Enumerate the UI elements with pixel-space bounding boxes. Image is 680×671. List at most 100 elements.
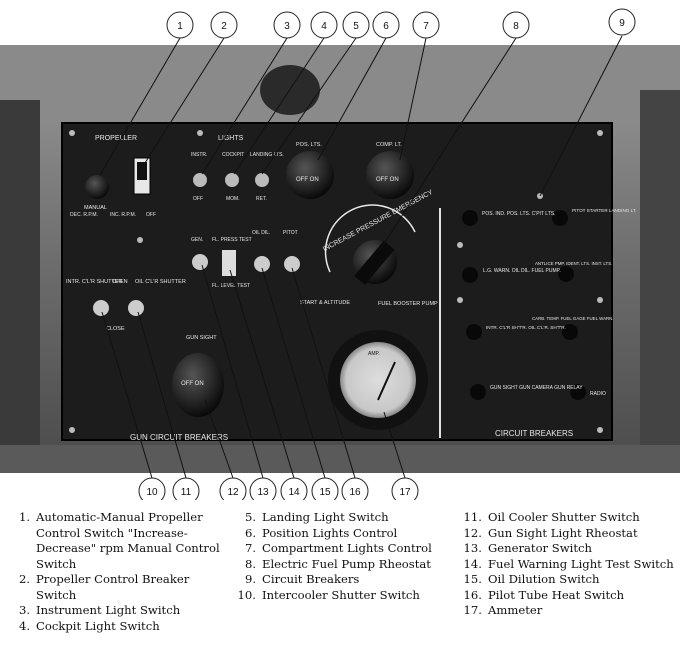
legend-text: Electric Fuel Pump Rheostat [262,556,431,571]
instrument-light-switch: INSTR. OFF [191,152,207,202]
callout-10: 10 [138,477,166,500]
leader-line-1 [99,37,181,176]
legend-number: 15. [463,572,482,586]
callout-17: 17 [391,477,419,500]
callout-circle [273,11,301,39]
breaker-toggle [137,162,147,180]
callout-circle [249,477,277,500]
callout-circle [280,477,308,500]
label-circuit-breakers: CIRCUIT BREAKERS [495,429,573,438]
callout-label: 9 [619,18,625,29]
legend-number: 10. [237,587,256,602]
screw [457,242,463,248]
label-mom: MOM. [226,196,240,202]
circuit-breaker-button [462,267,478,283]
label-pos-lts: POS. LTS. [296,142,322,148]
callout-circle [372,11,400,39]
label-inc-rpm: INC. R.P.M. [110,212,136,218]
rheostat-knob [366,151,414,199]
callout-circle [310,11,338,39]
gun-sight-rheostat [172,353,224,417]
screw [69,427,75,433]
label-breaker-5: INTR. C'L'R SH'T'R. OIL C'L'R. SH'T'R. [486,325,566,330]
label-amps: AMP. [368,351,380,357]
label-dec-rpm: DEC. R.P.M. [70,212,98,218]
label-off-3: OFF [193,196,203,202]
legend-text: Gun Sight Light Rheostat [488,525,638,540]
legend-column-3: 11.Oil Cooler Shutter Switch 12.Gun Sigh… [460,510,678,619]
callout-label: 3 [284,21,290,32]
label-instr: INSTR. [191,152,207,158]
legend-text: Landing Light Switch [262,510,389,524]
legend-number: 2. [18,572,30,586]
callout-2: 2 [210,11,238,39]
legend-text: Position Lights Control [262,525,398,540]
legend-number: 8. [244,556,256,571]
legend-text: Fuel Warning Light Test Switch [488,556,674,571]
legend-item-4: 4.Cockpit Light Switch [12,619,224,635]
circuit-breaker-button [462,210,478,226]
screw [597,427,603,433]
legend-column-1: 1.Automatic-Manual Propeller Control Swi… [12,510,224,634]
circuit-breaker-group [462,210,586,400]
fuel-warning-test-switch: FL. PRESS TEST FL. LEVEL TEST [212,237,252,289]
callout-circle [502,11,530,39]
label-close: CLOSE [106,326,125,332]
rheostat-knob [286,151,334,199]
callout-label: 8 [513,21,519,32]
legend-number: 13. [463,541,482,555]
legend-item-14: 14.Fuel Warning Light Test Switch [460,557,678,573]
label-off-breaker: OFF [146,212,156,218]
leader-line-7 [399,37,427,161]
legend-item-15: 15.Oil Dilution Switch [460,572,678,588]
label-propeller: PROPELLER [95,135,137,142]
callout-12: 12 [219,477,247,500]
label-off-on-7: OFF ON [376,177,399,183]
label-comp-lt: COMP. LT. [376,142,402,148]
label-breaker-6: CARB. TEMP. FUEL GAGE FUEL WARN. [532,316,614,321]
callout-14: 14 [280,477,308,500]
legend-item-16: 16.Pilot Tube Heat Switch [460,588,678,604]
label-off-on-12: OFF ON [181,381,204,387]
label-fl-level-test: FL. LEVEL TEST [212,283,250,289]
oil-cooler-shutter-switch [128,300,144,316]
leader-line-13 [201,264,264,479]
ammeter-dial [340,342,416,418]
ammeter: AMP. [328,330,428,430]
screw [197,130,203,136]
legend-number: 9. [244,572,256,586]
legend-text: Circuit Breakers [262,572,360,586]
callout-label: 16 [349,487,361,498]
cockpit-floor [0,445,680,473]
toggle-base [222,250,236,276]
label-lights: LIGHTS [218,135,244,142]
callout-label: 11 [181,487,192,498]
callout-circle [219,477,247,500]
label-breaker-1: POS. IND. POS. LTS. C'PIT LTS. [482,211,555,217]
label-fuel-booster: FUEL BOOSTER PUMP [378,301,438,307]
legend-item-5: 5.Landing Light Switch [234,510,450,526]
callout-9: 9 [608,8,636,36]
callout-circle [412,11,440,39]
callout-label: 4 [321,21,327,32]
legend-item-13: 13.Generator Switch [460,541,678,557]
cockpit-frame-left [0,100,40,470]
legend-column-2: 5.Landing Light Switch 6.Position Lights… [234,510,450,603]
leader-line-5 [261,37,357,175]
callout-5: 5 [342,11,370,39]
position-lights-rheostat: POS. LTS. OFF ON [286,142,334,199]
legend-number: 4. [18,618,30,633]
legend-item-2: 2.Propeller Control Breaker Switch [12,572,224,603]
callout-circle [342,11,370,39]
oil-dilution-switch: OIL DIL. [252,230,270,272]
toggle-base [254,256,270,272]
legend-item-10: 10.Intercooler Shutter Switch [234,588,450,604]
callout-11: 11 [172,477,200,500]
callout-label: 12 [227,487,239,498]
screw [457,297,463,303]
ammeter-needle [377,361,396,401]
leader-line-2 [144,37,225,164]
circuit-breaker-button [562,324,578,340]
label-intr-clr-shutter: INTR. C'L'R SHUTTER [66,279,123,285]
legend-number: 16. [463,587,482,602]
